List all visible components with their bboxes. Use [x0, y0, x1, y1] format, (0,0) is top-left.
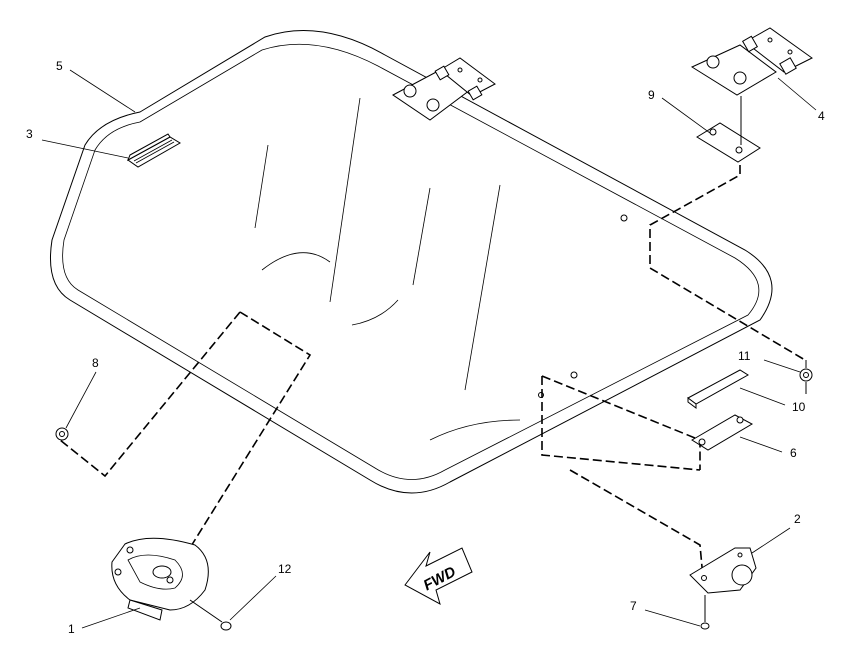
part-2-bracket	[689, 547, 757, 594]
callout-5: 5	[56, 59, 63, 73]
callout-8: 8	[92, 356, 99, 370]
part-1-latch	[111, 537, 209, 621]
part-8-nut	[55, 427, 69, 441]
callout-2: 2	[794, 512, 801, 526]
part-6-plate	[691, 414, 754, 451]
callout-6: 6	[790, 446, 797, 460]
callout-9: 9	[648, 88, 655, 102]
fwd-direction-arrow: FWD	[404, 547, 473, 606]
callout-4: 4	[818, 109, 825, 123]
callout-12: 12	[278, 562, 292, 576]
assembly-lines	[59, 165, 806, 581]
callouts: 1 2 3 4 5 6 7 8 9 10 11 12	[26, 59, 825, 636]
part-11-washer	[799, 360, 813, 394]
callout-1: 1	[68, 622, 75, 636]
part-9-plate	[696, 96, 761, 163]
part-12-screw	[189, 599, 232, 631]
window-panel	[49, 30, 773, 494]
part-4-hinge	[690, 27, 813, 96]
hinge-top-center	[392, 57, 496, 121]
callout-3: 3	[26, 127, 33, 141]
part-3-strip	[127, 133, 181, 168]
part-10-strip	[687, 369, 749, 409]
callout-7: 7	[630, 599, 637, 613]
callout-11: 11	[738, 349, 751, 363]
callout-10: 10	[792, 400, 806, 414]
part-7-screw	[700, 595, 710, 630]
